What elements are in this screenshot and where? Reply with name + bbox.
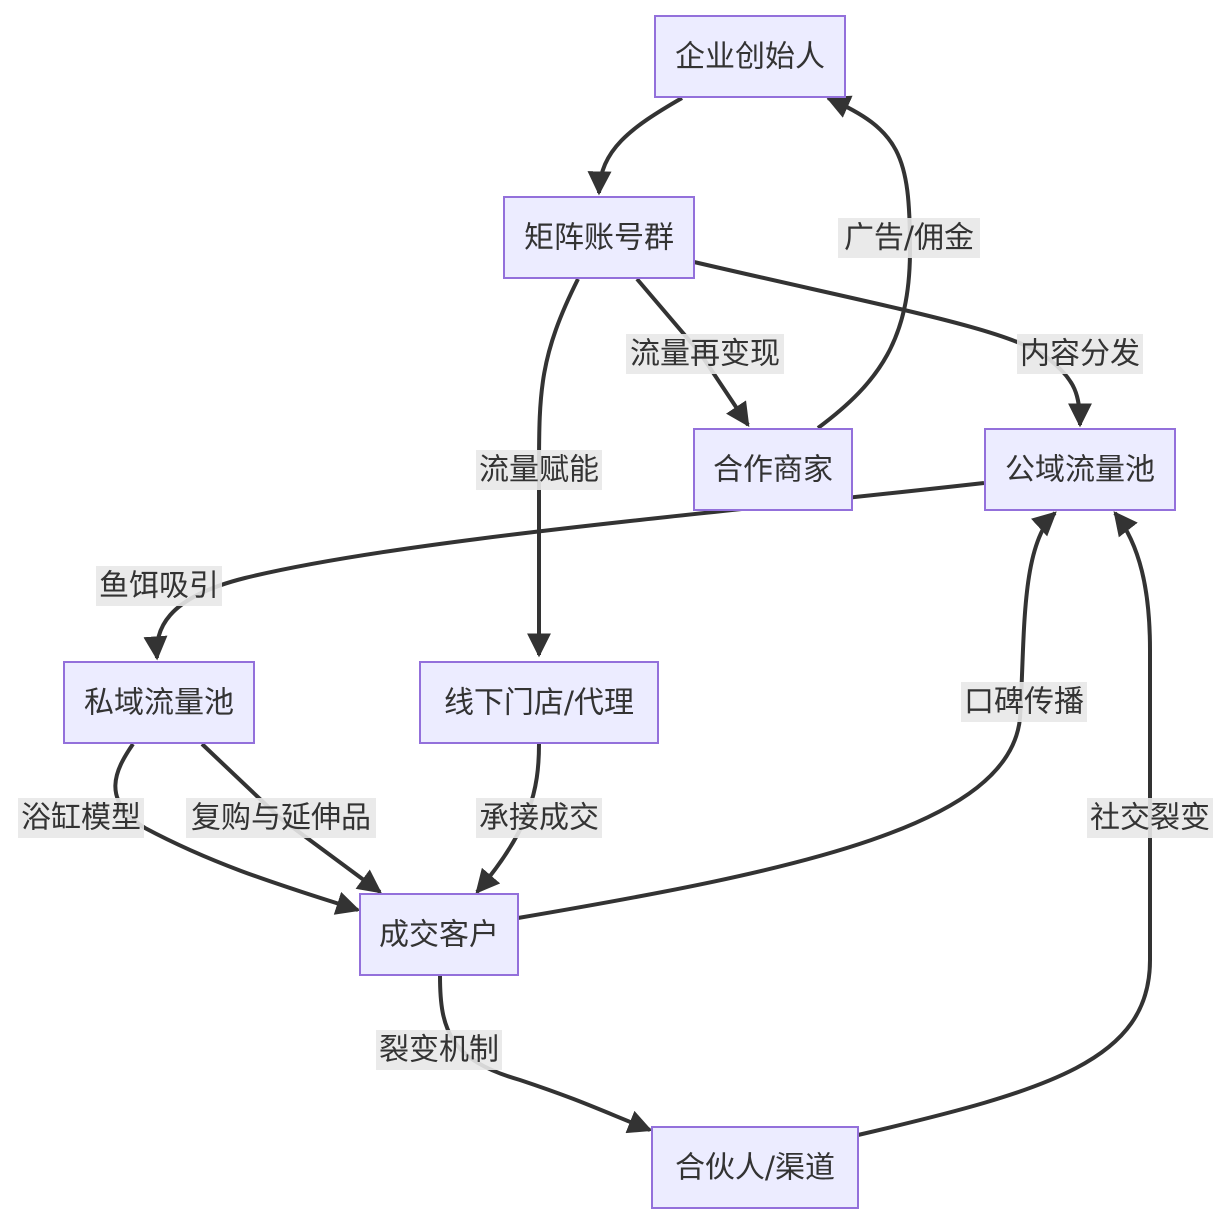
edge-customer-to-partner [438,975,653,1134]
edge-label-traffic-remonetize-text: 流量再变现 [630,337,780,372]
edge-partner-to-public [857,511,1152,1137]
node-matrix-accounts-label: 矩阵账号群 [524,221,674,256]
node-matrix-accounts[interactable]: 矩阵账号群 [503,196,695,279]
node-private-traffic-pool[interactable]: 私域流量池 [63,661,255,744]
edge-merchant-to-founder [816,95,913,430]
edge-matrix-to-public [693,260,1092,428]
edge-label-social-fission-text: 社交裂变 [1090,801,1210,836]
nodes: 企业创始人 矩阵账号群 合作商家 公域流量池 私域流量池 线下门店/代理 成交客… [63,15,1176,1209]
edge-label-repurchase-extension-text: 复购与延伸品 [191,801,371,836]
edge-label-ad-commission-text: 广告/佣金 [844,221,974,256]
edge-private-to-customer-bathtub [113,742,361,915]
edge-label-word-of-mouth: 口碑传播 [961,682,1087,722]
edge-label-undertake-deal: 承接成交 [476,798,602,838]
edge-label-fission-mechanism-text: 裂变机制 [379,1033,499,1068]
edge-customer-to-public [517,511,1057,920]
node-partner-merchant[interactable]: 合作商家 [693,428,853,511]
node-deal-customer-label: 成交客户 [379,918,499,953]
node-founder-label: 企业创始人 [675,40,825,75]
edge-label-repurchase-extension: 复购与延伸品 [186,798,376,838]
edge-label-fission-mechanism: 裂变机制 [376,1030,502,1070]
edge-label-bathtub-model: 浴缸模型 [18,798,144,838]
node-channel-partner[interactable]: 合伙人/渠道 [651,1126,859,1209]
node-deal-customer[interactable]: 成交客户 [359,893,519,976]
node-public-traffic-pool-label: 公域流量池 [1005,453,1155,488]
node-public-traffic-pool[interactable]: 公域流量池 [984,428,1176,511]
node-offline-store[interactable]: 线下门店/代理 [419,661,659,744]
node-channel-partner-label: 合伙人/渠道 [675,1151,835,1186]
edge-labels: 广告/佣金 流量再变现 内容分发 流量赋能 鱼饵吸引 口碑传播 浴缸模型 复购 [18,218,1213,1070]
edge-label-traffic-empower-text: 流量赋能 [479,453,599,488]
node-partner-merchant-label: 合作商家 [713,453,833,488]
edge-label-bait-attract: 鱼饵吸引 [96,566,222,606]
node-private-traffic-pool-label: 私域流量池 [84,686,234,721]
node-founder[interactable]: 企业创始人 [654,15,846,98]
edge-label-bait-attract-text: 鱼饵吸引 [99,569,219,604]
edge-label-word-of-mouth-text: 口碑传播 [964,685,1084,720]
edge-label-content-distribution-text: 内容分发 [1020,337,1140,372]
edge-public-to-private [143,481,985,661]
node-offline-store-label: 线下门店/代理 [444,686,634,721]
edge-label-traffic-remonetize: 流量再变现 [626,334,784,374]
edge-label-social-fission: 社交裂变 [1087,798,1213,838]
edge-label-ad-commission: 广告/佣金 [838,218,980,258]
edge-label-undertake-deal-text: 承接成交 [479,801,599,836]
edge-label-content-distribution: 内容分发 [1017,334,1143,374]
edge-label-bathtub-model-text: 浴缸模型 [21,801,141,836]
edge-label-traffic-empower: 流量赋能 [476,450,602,490]
edge-founder-to-matrix [587,96,683,196]
